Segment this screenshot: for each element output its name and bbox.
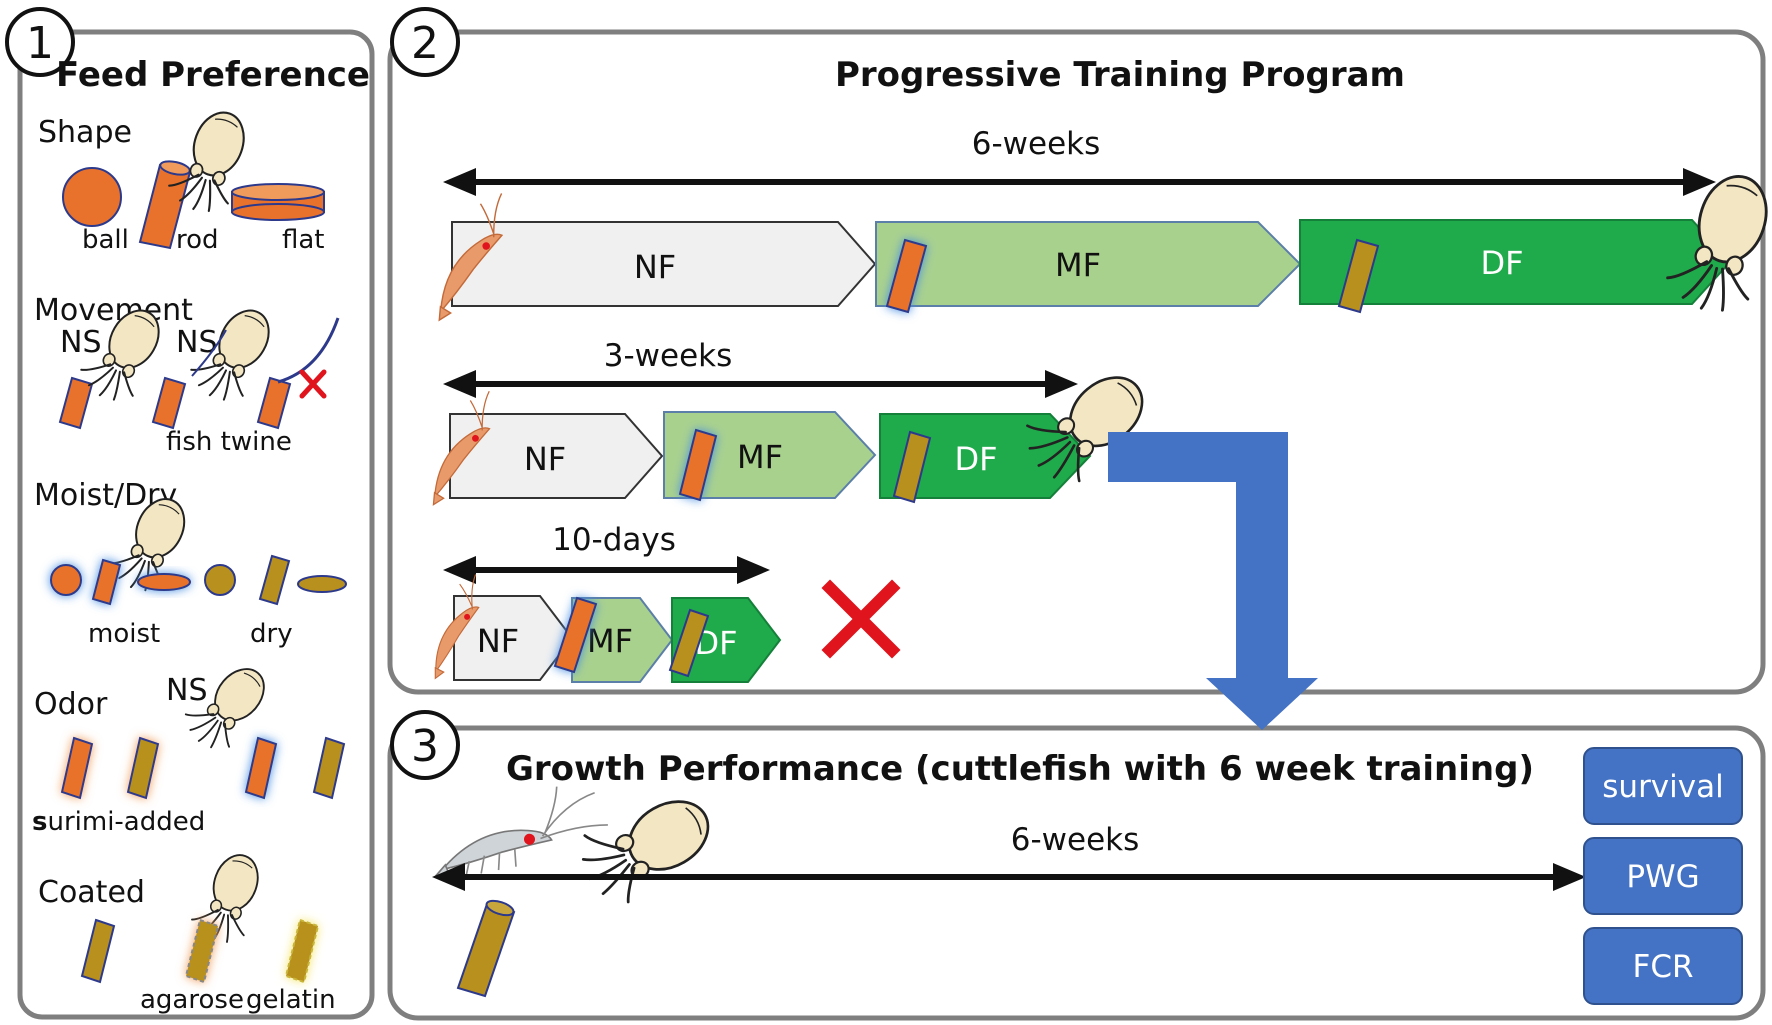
row-1-df-stage: DF — [1299, 219, 1732, 305]
panel-3-border — [387, 725, 1766, 1021]
flow-arrow — [1108, 432, 1318, 730]
row-3-nf-stage: NF — [453, 595, 574, 681]
flat-pellet-icon — [231, 183, 325, 221]
fish-twine-line — [191, 329, 227, 377]
panel-1-title: Feed Preference — [56, 55, 370, 95]
shrimp-icon — [428, 782, 612, 880]
rod-pellet-icon — [60, 736, 94, 800]
rod-pellet-icon — [126, 736, 160, 800]
rod-pellet-icon — [678, 428, 718, 502]
outcome-survival: survival — [1583, 747, 1743, 825]
rod-pellet-icon — [80, 918, 116, 984]
svg-text:2: 2 — [411, 18, 439, 69]
rod-pellet-icon — [244, 736, 278, 800]
svg-text:survival: survival — [1602, 769, 1723, 805]
svg-text:NF: NF — [524, 440, 566, 478]
coated-heading: Coated — [38, 875, 145, 910]
agarose-label: agarose — [140, 985, 244, 1015]
ball-pellet-icon — [62, 167, 122, 227]
fish-twine-label: fish twine — [166, 427, 292, 457]
rod-pellet-icon — [184, 918, 220, 984]
svg-text:FCR: FCR — [1632, 949, 1693, 985]
reject-cross-icon — [299, 369, 327, 399]
svg-text:3: 3 — [411, 721, 439, 772]
rod-pellet-icon — [668, 608, 710, 678]
fish-twine-line — [277, 317, 340, 384]
odor-heading: Odor — [34, 687, 108, 722]
panel-3-title: Growth Performance (cuttlefish with 6 we… — [506, 749, 1534, 789]
row-3-mf-stage: MF — [571, 597, 674, 683]
svg-text:MF: MF — [737, 438, 783, 476]
panel-3-badge: 3 — [390, 710, 460, 780]
ball-label: ball — [82, 225, 129, 255]
svg-text:DF: DF — [1480, 244, 1523, 282]
panel-1-badge: 1 — [5, 7, 75, 77]
rod-pellet-icon — [58, 376, 292, 430]
svg-text:NF: NF — [634, 248, 676, 286]
panel-1-border — [17, 29, 375, 1020]
svg-text:1: 1 — [26, 18, 54, 69]
surimi-added-label: surimi-added — [32, 807, 205, 837]
svg-text:PWG: PWG — [1626, 859, 1699, 895]
panel-2-badge: 2 — [390, 7, 460, 77]
panel-3-duration: 6-weeks — [1011, 822, 1140, 858]
row-2-mf-stage: MF — [663, 411, 877, 499]
movement-ns-2: NS — [176, 325, 217, 360]
svg-text:MF: MF — [587, 622, 633, 660]
odor-ns: NS — [166, 673, 207, 708]
shape-heading: Shape — [38, 115, 132, 150]
panel-2-title: Progressive Training Program — [835, 55, 1405, 95]
rod-pellet-icon — [258, 554, 291, 606]
panel-2-border — [387, 29, 1766, 695]
row-2-nf-stage: NF — [449, 413, 664, 499]
rod-label: rod — [176, 225, 219, 255]
rod-pellet-icon — [553, 596, 598, 674]
flat-pellet-icon — [137, 573, 191, 591]
panel-3-duration-arrow — [432, 863, 1586, 891]
ball-pellet-icon — [204, 564, 236, 596]
outcome-fcr: FCR — [1583, 927, 1743, 1005]
outcome-pwg: PWG — [1583, 837, 1743, 915]
rod-pellet-icon — [312, 736, 346, 800]
row-1-nf-stage: NF — [451, 221, 877, 307]
row-2-df-stage: DF — [879, 413, 1092, 499]
row-3-duration: 10-days — [552, 522, 676, 558]
rod-pellet-icon — [91, 558, 122, 606]
svg-text:DF: DF — [954, 440, 997, 478]
ball-pellet-icon — [50, 564, 82, 596]
svg-text:NF: NF — [477, 622, 519, 660]
row-1-duration: 6-weeks — [972, 126, 1101, 162]
row-2-duration-arrow — [443, 370, 1078, 398]
movement-heading: Movement — [34, 293, 193, 328]
row-3-duration-arrow — [443, 556, 770, 584]
rod-pellet-icon — [892, 430, 932, 504]
gelatin-label: gelatin — [246, 985, 336, 1015]
rod-pellet-icon — [456, 899, 516, 998]
moist-label: moist — [88, 619, 160, 649]
flat-pellet-icon — [297, 575, 347, 593]
movement-ns-1: NS — [60, 325, 101, 360]
flat-label: flat — [282, 225, 325, 255]
row-1-mf-stage: MF — [875, 221, 1302, 307]
dry-label: dry — [250, 619, 293, 649]
rod-pellet-icon — [284, 918, 320, 984]
row-1-duration-arrow — [443, 168, 1716, 196]
reject-cross-icon — [821, 579, 901, 659]
rod-pellet-icon — [885, 238, 928, 314]
cuttlefish-icon — [568, 777, 725, 915]
rod-pellet-icon — [1337, 238, 1380, 314]
svg-text:MF: MF — [1055, 246, 1101, 284]
row-2-duration: 3-weeks — [604, 338, 733, 374]
